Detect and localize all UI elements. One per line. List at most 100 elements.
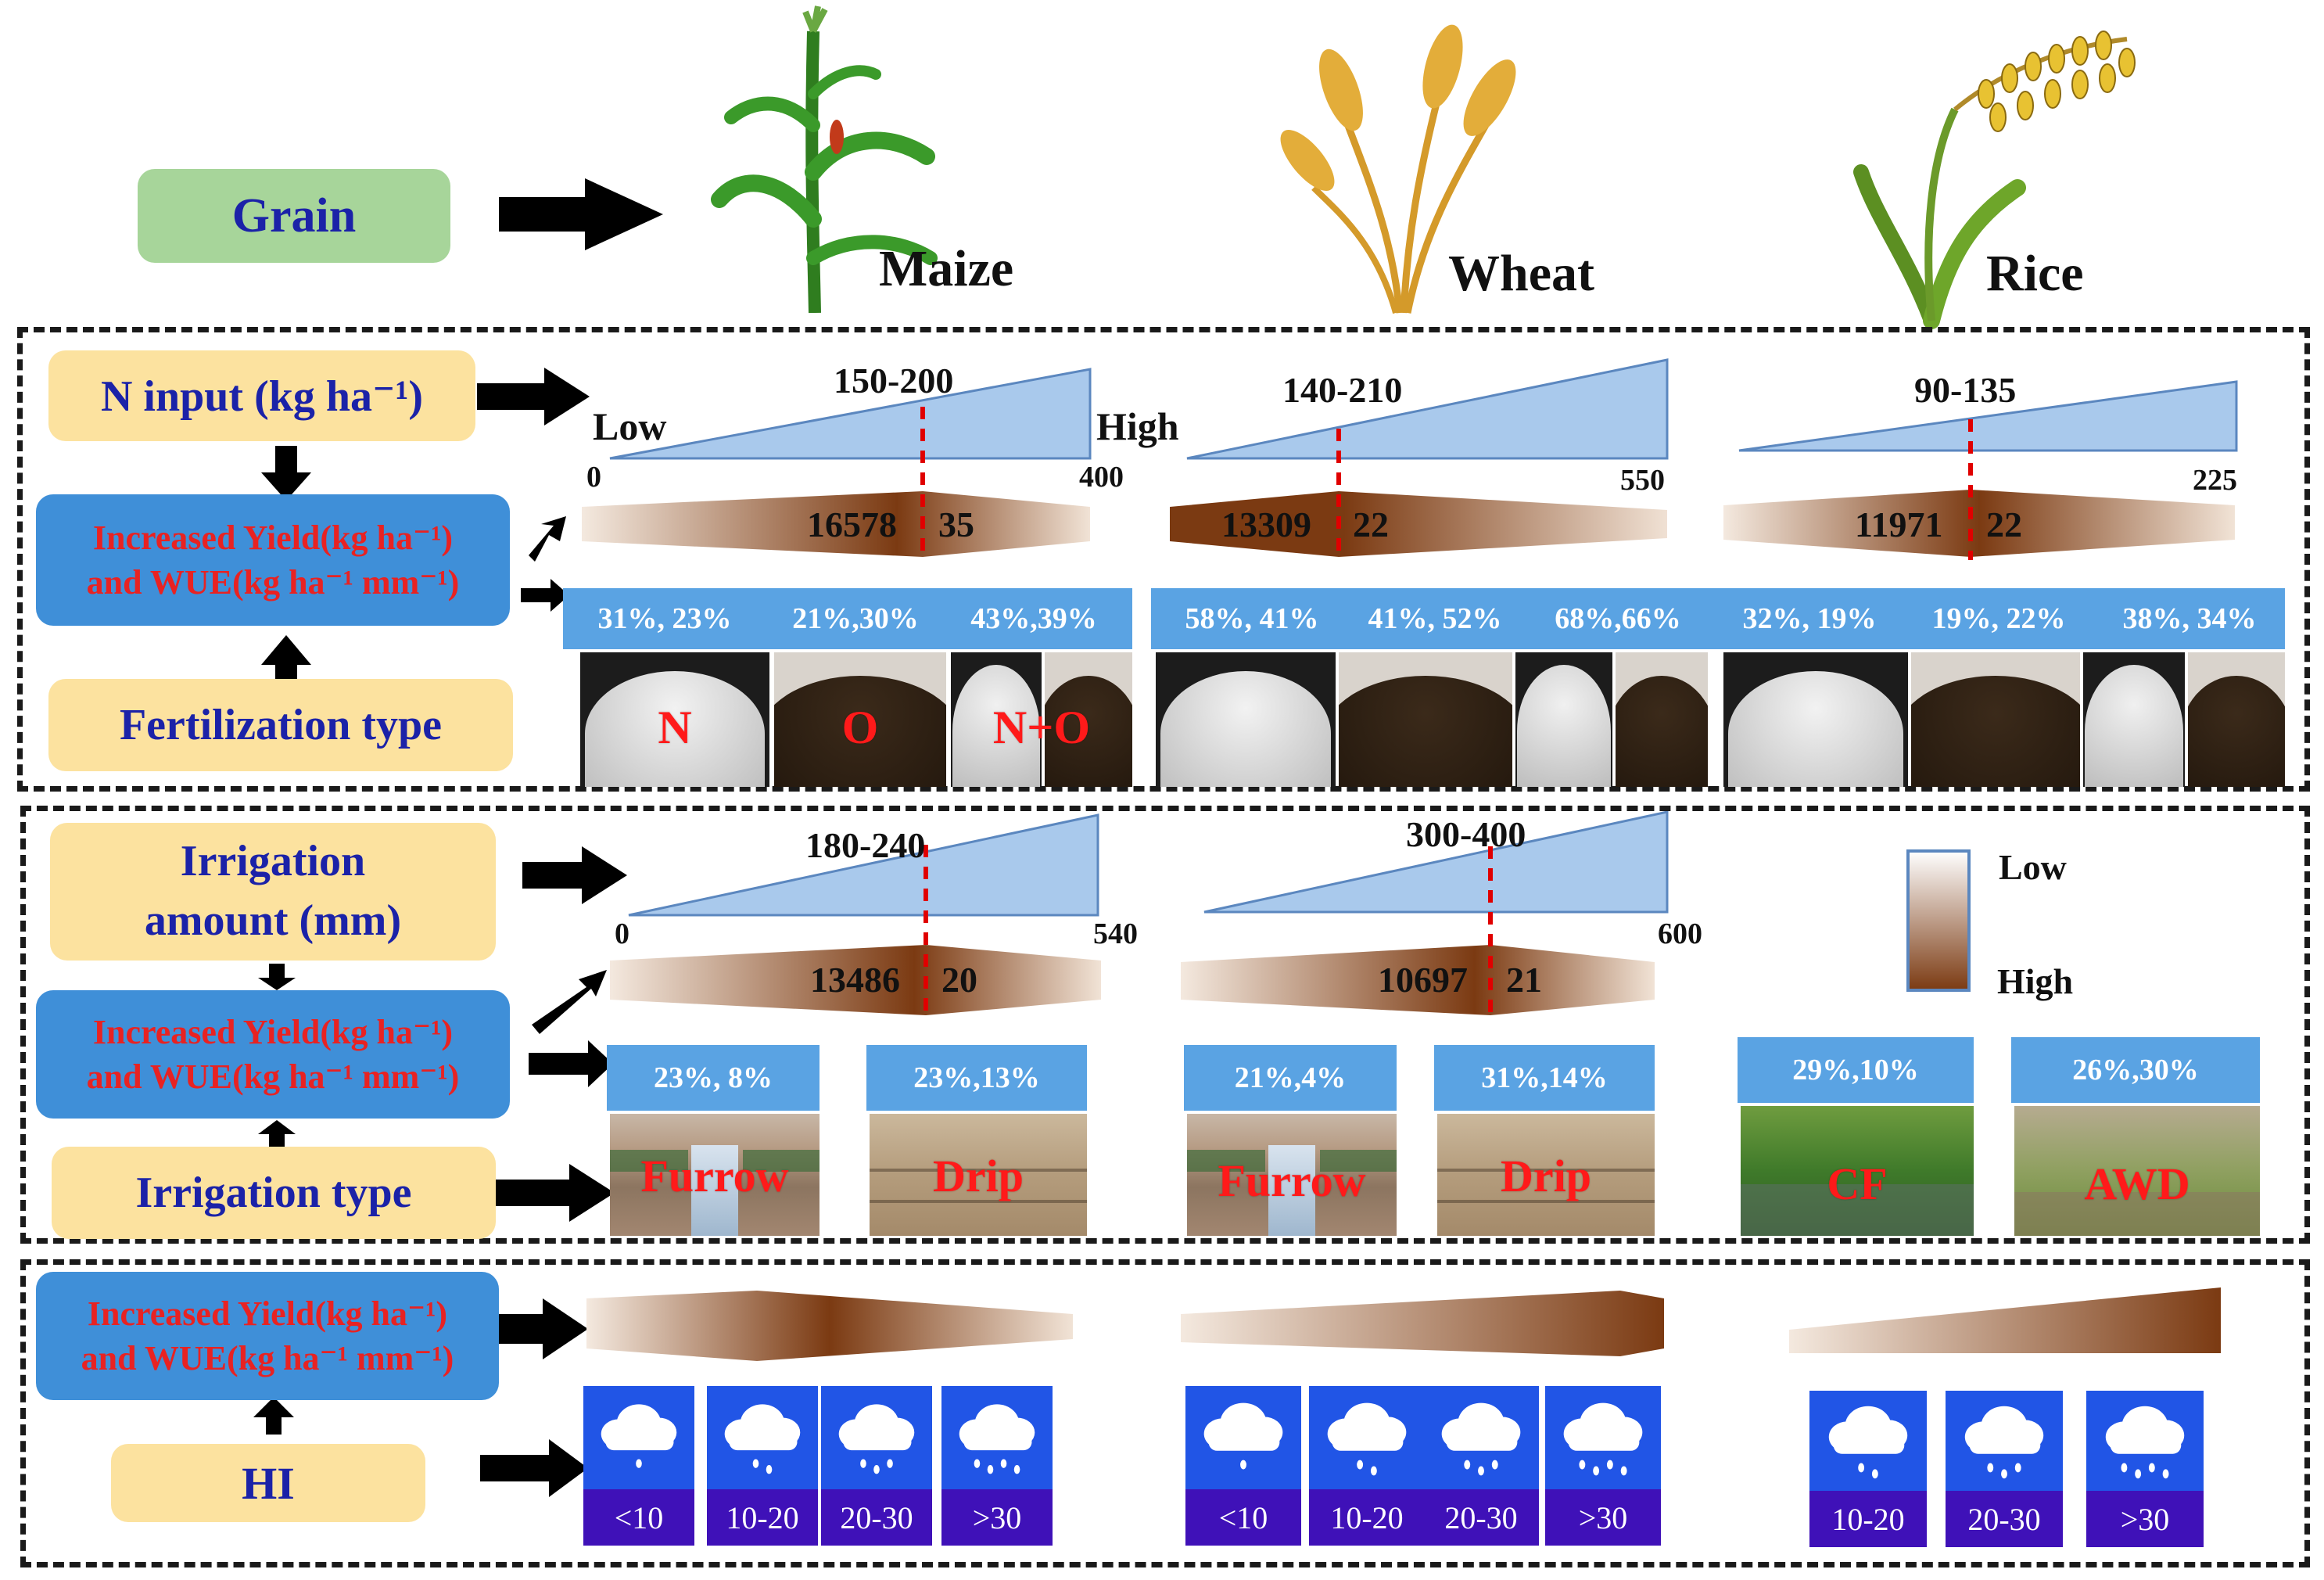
n-high-label: High: [1096, 404, 1179, 448]
irrigation-triangle-wheat: [1203, 810, 1669, 914]
fertilizer-photo-maize-no-a: [951, 652, 1042, 787]
rain-cloud-icon: [2086, 1391, 2204, 1491]
irrigation-yield-maize: 13486: [810, 960, 900, 1000]
irrigation-range-maize: 180-240: [805, 825, 926, 865]
irrigation-yield-bar-wheat: [1181, 945, 1655, 1015]
rain-cloud-icon: [583, 1386, 694, 1489]
material-label-no: N+O: [992, 701, 1091, 753]
maize-plant-illustration: [711, 5, 938, 314]
irrigation-amount-line-1: Irrigation: [180, 837, 366, 886]
fert-pct-maize-no: 43%,39%: [970, 602, 1097, 635]
irrigation-optimum-lines: [924, 845, 1493, 1017]
rain-cloud-icon: [1809, 1391, 1927, 1491]
n-max-rice: 225: [2193, 464, 2237, 497]
n-low-label: Low: [593, 404, 667, 448]
fertilizer-photo-rice-no-b: [2188, 652, 2285, 787]
increased-yield-line: Increased Yield(kg ha⁻¹): [87, 1294, 448, 1333]
irr-pct-rice-cf: 29%,10%: [1738, 1037, 1974, 1103]
irrigation-photo-rice-cf: [1741, 1106, 1974, 1236]
irrigation-type-label-maize-furrow: Furrow: [640, 1150, 789, 1201]
grain-label: Grain: [138, 169, 450, 263]
hi-range-label: <10: [583, 1489, 694, 1546]
irr-pct-maize-furrow: 23%, 8%: [607, 1045, 819, 1111]
fertilizer-photo-wheat-o: [1339, 652, 1512, 787]
fertilizer-photo-wheat-n: [1156, 652, 1336, 787]
n-range-wheat: 140-210: [1282, 370, 1403, 410]
hi-range-label: >30: [941, 1489, 1053, 1546]
n-wue-maize: 35: [938, 505, 974, 544]
fert-pct-wheat-o: 41%, 52%: [1368, 602, 1502, 635]
fert-pct-band-maize: [563, 588, 1132, 649]
rain-cloud-icon: [821, 1386, 932, 1489]
fertilizer-photo-maize-o: [774, 652, 946, 787]
hi-label: HI: [111, 1444, 425, 1522]
irrigation-yield-wheat: 10697: [1378, 960, 1468, 1000]
irrigation-panel: [20, 806, 2310, 1244]
grain-arrow: [499, 178, 663, 250]
increased-yield-line: Increased Yield(kg ha⁻¹): [92, 1012, 454, 1051]
fertilizer-photo-wheat-no-a: [1515, 652, 1612, 787]
fertilizer-photo-rice-o: [1911, 652, 2080, 787]
fert-pct-maize-o: 21%,30%: [792, 602, 919, 635]
hi-range-label: 20-30: [1946, 1491, 2063, 1547]
n-yield-bar-maize: [582, 491, 1090, 557]
increased-yield-wue-label-1: Increased Yield(kg ha⁻¹) and WUE(kg ha⁻¹…: [36, 494, 510, 626]
irrigation-amount-line-2: amount (mm): [144, 896, 402, 945]
fert-pct-rice-n: 32%, 19%: [1742, 602, 1877, 635]
irrigation-wue-maize: 20: [941, 960, 977, 1000]
fertilizer-photo-rice-no-a: [2083, 652, 2185, 787]
n-yield-wheat: 13309: [1221, 505, 1311, 544]
hi-range-label: 20-30: [1423, 1489, 1539, 1546]
wheat-plant-illustration: [1280, 24, 1516, 314]
n-input-panel: [17, 327, 2310, 792]
crop-name-maize: Maize: [879, 240, 1014, 297]
hi-panel: [20, 1259, 2310, 1567]
left-column-arrows: [253, 368, 627, 1497]
crop-name-rice: Rice: [1986, 245, 2084, 302]
irrigation-type-label-rice-cf: CF: [1827, 1158, 1888, 1209]
fertilizer-photo-rice-n: [1723, 652, 1908, 787]
fert-pct-wheat-n: 58%, 41%: [1185, 602, 1319, 635]
increased-yield-line: Increased Yield(kg ha⁻¹): [92, 518, 454, 557]
irrigation-type-label-wheat-drip: Drip: [1501, 1150, 1591, 1201]
n-wue-wheat: 22: [1353, 505, 1389, 544]
legend-high-label: High: [1997, 961, 2074, 1001]
fert-pct-band-wheat: [1151, 588, 1714, 649]
irrigation-max-maize: 540: [1093, 917, 1138, 950]
fertilization-type-label: Fertilization type: [48, 679, 513, 771]
material-label-o: O: [841, 701, 879, 753]
n-optimum-lines: [920, 407, 1973, 560]
wue-line: and WUE(kg ha⁻¹ mm⁻¹): [86, 1058, 460, 1096]
n-triangle-rice: [1738, 380, 2238, 452]
rain-cloud-icon: [1545, 1386, 1661, 1489]
irrigation-type-label-maize-drip: Drip: [933, 1150, 1024, 1201]
irr-pct-wheat-furrow: 21%,4%: [1184, 1045, 1397, 1111]
hi-yield-bar-wheat: [1181, 1291, 1664, 1356]
rain-cloud-icon: [1309, 1386, 1425, 1489]
irrigation-yield-bar-maize: [610, 945, 1101, 1015]
hi-range-label: 20-30: [821, 1489, 932, 1546]
fert-pct-rice-o: 19%, 22%: [1931, 602, 2066, 635]
irr-pct-rice-awd: 26%,30%: [2011, 1037, 2260, 1103]
crop-name-wheat: Wheat: [1448, 245, 1594, 302]
fert-pct-maize-n: 31%, 23%: [597, 602, 732, 635]
hi-range-label: >30: [2086, 1491, 2204, 1547]
material-label-n: N: [658, 701, 692, 753]
wue-line: and WUE(kg ha⁻¹ mm⁻¹): [81, 1339, 454, 1377]
hi-range-label: 10-20: [1809, 1491, 1927, 1547]
n-yield-maize: 16578: [807, 505, 897, 544]
n-range-rice: 90-135: [1914, 370, 2017, 410]
increased-yield-wue-label-3: Increased Yield(kg ha⁻¹) and WUE(kg ha⁻¹…: [36, 1272, 499, 1400]
n-range-maize: 150-200: [834, 361, 954, 400]
rain-cloud-icon: [707, 1386, 818, 1489]
rain-cloud-icon: [1185, 1386, 1301, 1489]
fertilizer-photo-maize-no-b: [1045, 652, 1132, 787]
irrigation-photo-wheat-drip: [1437, 1114, 1655, 1236]
fert-pct-rice-no: 38%, 34%: [2122, 602, 2257, 635]
n-min-maize: 0: [586, 461, 601, 494]
irrigation-photo-maize-drip: [870, 1114, 1087, 1236]
irrigation-triangle-maize: [628, 813, 1099, 917]
irrigation-photo-maize-furrow: [610, 1114, 819, 1236]
hi-range-label: 10-20: [1309, 1489, 1425, 1546]
